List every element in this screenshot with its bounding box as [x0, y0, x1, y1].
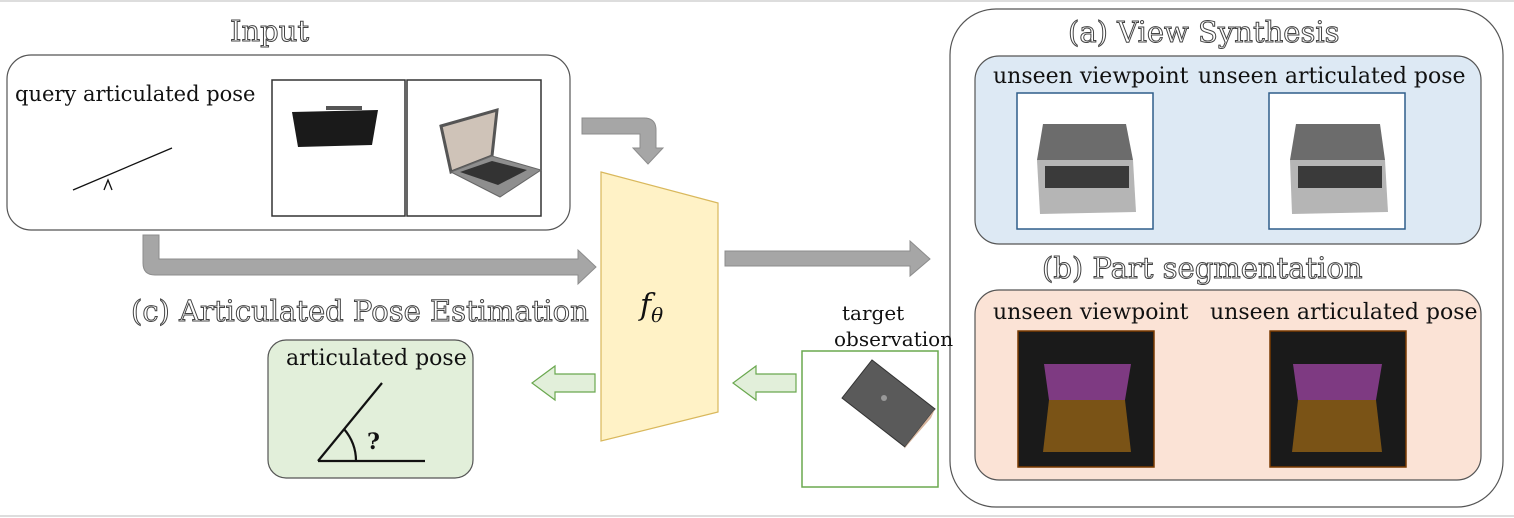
target-laptop-picture: [841, 359, 936, 449]
ps-segment-lid-viewpoint: [1044, 364, 1131, 400]
model-subscript: θ: [651, 303, 664, 327]
ps-right-label: unseen articulated pose: [1210, 300, 1478, 325]
arrow-pose-to-model: [142, 234, 597, 286]
model-trapezoid: [600, 171, 719, 442]
vs-laptop-articulated: [1290, 124, 1388, 214]
view-synthesis-title: (a) View Synthesis: [1068, 15, 1341, 50]
estimation-title: (c) Articulated Pose Estimation: [131, 294, 590, 329]
target-label-line1: target: [842, 301, 905, 325]
arrow-model-to-outputs: [724, 239, 931, 278]
model-symbol: f: [640, 288, 652, 323]
ps-segment-base-viewpoint: [1043, 400, 1131, 452]
input-image-closed-laptop: [271, 79, 406, 217]
angle-sketch: [317, 382, 425, 463]
query-pose-label: query articulated pose: [15, 82, 256, 106]
arrow-model-to-estimation: [530, 364, 596, 402]
vs-right-label: unseen articulated pose: [1198, 64, 1466, 89]
ps-segment-base-articulated: [1292, 400, 1382, 452]
target-label-line2: observation: [834, 327, 954, 351]
estimation-box: [267, 339, 474, 479]
model-label: fθ: [640, 288, 663, 327]
estimation-box-label: articulated pose: [286, 346, 467, 371]
arrow-input-to-model: [581, 117, 665, 165]
ps-left-label: unseen viewpoint: [993, 300, 1189, 325]
vs-laptop-viewpoint: [1037, 124, 1136, 214]
vs-left-label: unseen viewpoint: [993, 64, 1189, 89]
angle-unknown: ?: [367, 429, 380, 455]
ps-segment-lid-articulated: [1293, 364, 1382, 400]
arrow-target-to-model: [731, 364, 797, 402]
input-title: Input: [229, 14, 310, 49]
part-segmentation-title: (b) Part segmentation: [1042, 251, 1364, 286]
closed-laptop-picture: [292, 106, 378, 147]
open-laptop-picture: [439, 107, 543, 198]
query-pose-sketch: [72, 147, 173, 191]
